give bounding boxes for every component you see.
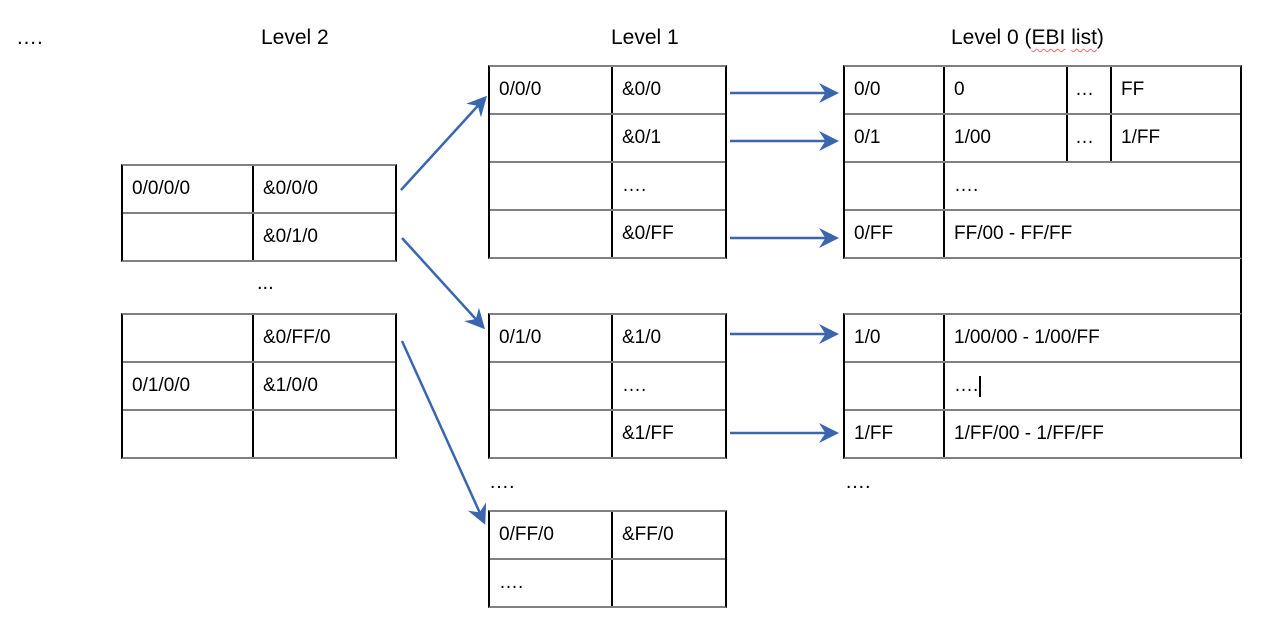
table-cell: 1/0 bbox=[845, 315, 945, 361]
text-cursor bbox=[979, 375, 982, 397]
arrow-l2-to-l1-bottom bbox=[400, 340, 487, 525]
table-cell: 0/1 bbox=[845, 115, 945, 161]
table-cell: 1/FF bbox=[1121, 127, 1161, 148]
table-cell: 1/00 bbox=[945, 115, 1068, 161]
level0-title-prefix: Level 0 ( bbox=[951, 26, 1032, 49]
table-row: 0/FF/0 &FF/0 bbox=[490, 512, 725, 560]
table-row: …. bbox=[845, 363, 1240, 411]
table-row: 0/0/0/0 &0/0/0 bbox=[123, 166, 395, 214]
table-cell: … bbox=[1068, 67, 1112, 113]
table-cell bbox=[490, 163, 613, 209]
table-cell: &FF/0 bbox=[622, 524, 674, 545]
table-cell: 1/FF/00 - 1/FF/FF bbox=[954, 423, 1104, 444]
table-row: …. bbox=[490, 163, 725, 211]
level0-right-border-connector bbox=[1240, 259, 1242, 315]
level0-title-suffix: ) bbox=[1096, 26, 1104, 49]
table-cell: &0/FF/0 bbox=[263, 327, 331, 348]
continuation-dots-level0: …. bbox=[845, 471, 871, 493]
table-cell: 0/0 bbox=[845, 67, 945, 113]
table-row: &0/FF bbox=[490, 211, 725, 257]
table-row: 0/1/0/0 &1/0/0 bbox=[123, 363, 395, 411]
table-cell: …. bbox=[622, 375, 647, 396]
table-cell: …. bbox=[490, 560, 613, 606]
level1-title: Level 1 bbox=[611, 26, 679, 49]
table-cell: 0 bbox=[945, 67, 1068, 113]
table-cell: 1/00/00 - 1/00/FF bbox=[954, 327, 1100, 348]
level1-middle-table: 0/1/0 &1/0 …. &1/FF bbox=[488, 313, 727, 459]
level0-title-ebi-misspelled: EBI bbox=[1031, 26, 1066, 49]
level2-lower-table: &0/FF/0 0/1/0/0 &1/0/0 bbox=[121, 313, 397, 459]
level1-bottom-table: 0/FF/0 &FF/0 …. bbox=[488, 510, 727, 608]
table-row: &1/FF bbox=[490, 411, 725, 457]
table-cell: 1/FF bbox=[845, 411, 945, 457]
table-cell: 0/FF bbox=[845, 211, 945, 257]
table-cell bbox=[845, 163, 945, 209]
table-row: …. bbox=[490, 363, 725, 411]
level1-upper-table: 0/0/0 &0/0 &0/1 …. &0/FF bbox=[488, 65, 727, 259]
table-cell: &1/0 bbox=[622, 327, 662, 348]
level0-title: Level 0 (EBI list) bbox=[951, 26, 1104, 50]
arrow-l2-to-l1-middle bbox=[401, 237, 486, 330]
table-cell bbox=[123, 411, 254, 457]
table-cell: 0/0/0/0 bbox=[123, 166, 254, 212]
table-cell: …. bbox=[622, 175, 647, 196]
table-cell bbox=[123, 214, 254, 260]
level2-title: Level 2 bbox=[261, 26, 329, 49]
table-row: 0/FF FF/00 - FF/FF bbox=[845, 211, 1240, 257]
continuation-dots-level2: ... bbox=[257, 272, 274, 294]
table-cell: 0/1/0/0 bbox=[123, 363, 254, 409]
table-cell bbox=[845, 363, 945, 409]
table-cell bbox=[254, 411, 395, 457]
table-row: &0/1 bbox=[490, 115, 725, 163]
table-row: 0/0 0 … FF bbox=[845, 67, 1240, 115]
table-cell: 0/0/0 bbox=[490, 67, 613, 113]
table-cell: &0/1/0 bbox=[263, 226, 318, 247]
table-row: 0/1/0 &1/0 bbox=[490, 315, 725, 363]
table-row: …. bbox=[490, 560, 725, 606]
table-cell bbox=[613, 560, 725, 606]
table-row: 1/0 1/00/00 - 1/00/FF bbox=[845, 315, 1240, 363]
continuation-dots-level1: …. bbox=[489, 471, 515, 493]
table-cell: 0/1/0 bbox=[490, 315, 613, 361]
table-row bbox=[123, 411, 395, 457]
cell-text: …. bbox=[954, 375, 979, 396]
table-cell: &0/0/0 bbox=[263, 178, 318, 199]
table-cell bbox=[490, 211, 613, 257]
table-cell: &1/0/0 bbox=[263, 375, 318, 396]
table-row: 1/FF 1/FF/00 - 1/FF/FF bbox=[845, 411, 1240, 457]
table-cell bbox=[490, 363, 613, 409]
table-cell bbox=[123, 315, 254, 361]
arrow-l2-to-l1-upper bbox=[400, 95, 488, 191]
table-row: 0/0/0 &0/0 bbox=[490, 67, 725, 115]
table-cell: &1/FF bbox=[622, 423, 674, 444]
level2-upper-table: 0/0/0/0 &0/0/0 &0/1/0 bbox=[121, 164, 397, 262]
level0-lower-table: 1/0 1/00/00 - 1/00/FF …. 1/FF 1/FF/00 - … bbox=[843, 313, 1242, 459]
table-cell: …. bbox=[945, 363, 1240, 409]
table-row: &0/1/0 bbox=[123, 214, 395, 260]
table-cell: 0/FF/0 bbox=[490, 512, 613, 558]
table-cell: FF bbox=[1121, 79, 1145, 100]
table-cell: FF/00 - FF/FF bbox=[954, 223, 1073, 244]
table-cell bbox=[490, 115, 613, 161]
table-cell: …. bbox=[954, 175, 979, 196]
table-row: &0/FF/0 bbox=[123, 315, 395, 363]
table-cell bbox=[490, 411, 613, 457]
table-cell: … bbox=[1068, 115, 1112, 161]
table-cell: &0/1 bbox=[622, 127, 662, 148]
level0-upper-table: 0/0 0 … FF 0/1 1/00 … 1/FF …. 0/FF FF/00… bbox=[843, 65, 1242, 259]
table-cell: &0/0 bbox=[622, 79, 662, 100]
table-row: 0/1 1/00 … 1/FF bbox=[845, 115, 1240, 163]
table-row: …. bbox=[845, 163, 1240, 211]
continuation-dots-top-left: …. bbox=[16, 26, 43, 49]
table-cell: &0/FF bbox=[622, 223, 674, 244]
level0-title-list-misspelled: list bbox=[1071, 26, 1097, 49]
